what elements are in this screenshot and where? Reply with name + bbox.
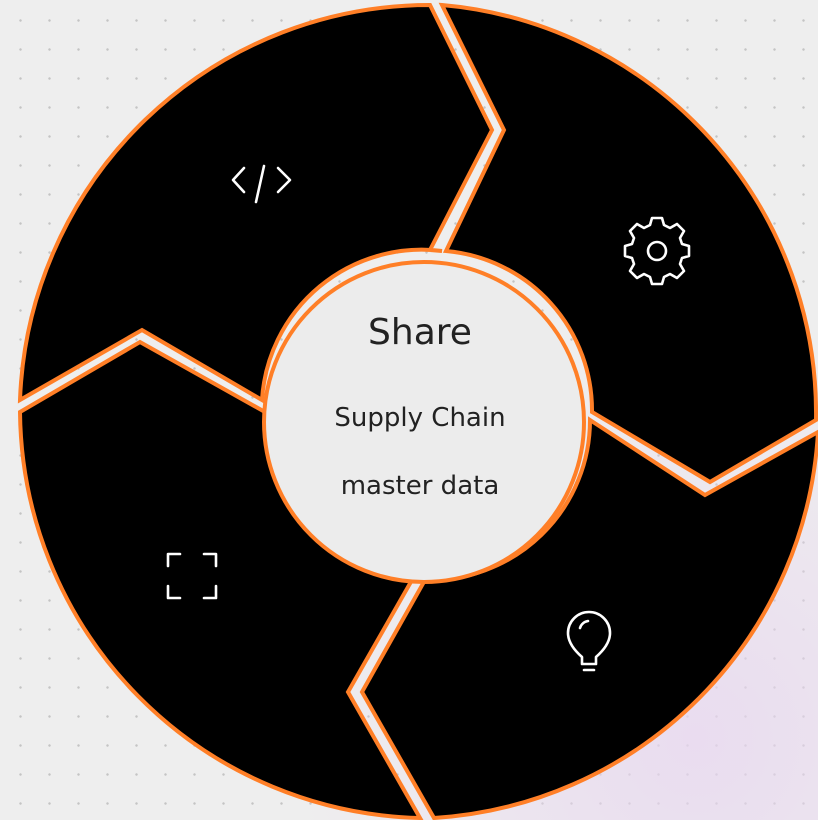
hub-title: Share	[368, 312, 472, 353]
gear-icon	[623, 216, 691, 286]
hub-circle	[262, 260, 586, 584]
focus-frame-icon	[166, 552, 218, 600]
segment-bottom-right	[359, 416, 818, 820]
code-icon	[231, 164, 292, 204]
hub-subtitle-line-1: Supply Chain	[334, 403, 506, 433]
lightbulb-icon	[566, 610, 612, 672]
segment-top-right	[438, 2, 818, 485]
hub-subtitle-line-2: master data	[340, 471, 500, 501]
